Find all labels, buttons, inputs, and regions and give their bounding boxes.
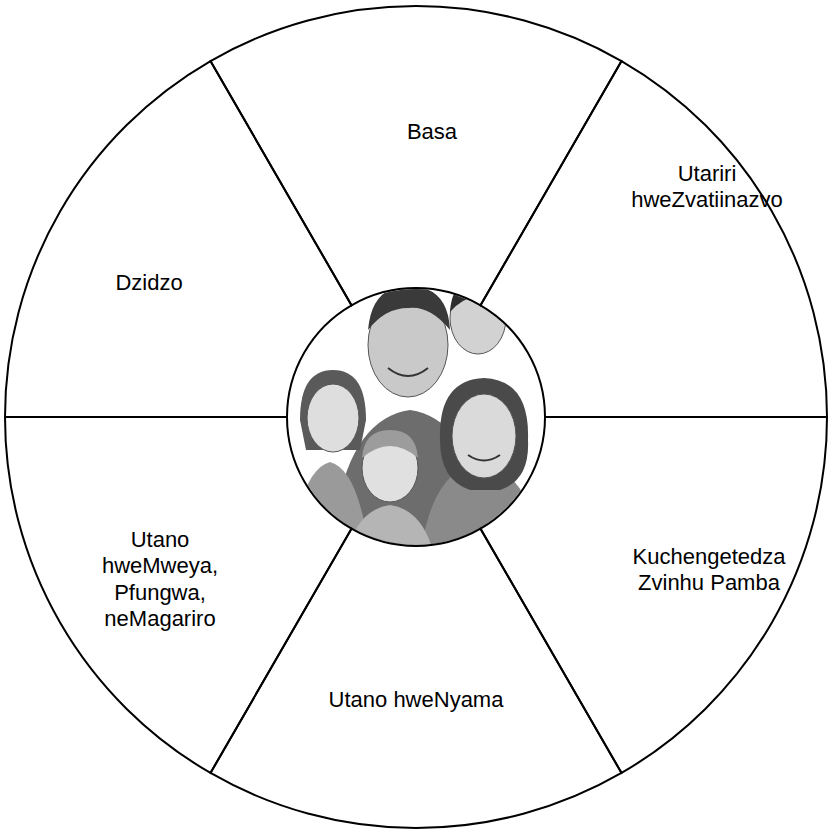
segment-path	[481, 417, 828, 773]
segment-path	[481, 61, 828, 417]
segment-path	[211, 6, 622, 305]
segment-label: Kuchengetedza Zvinhu Pamba	[624, 544, 794, 597]
segment-path	[5, 417, 352, 773]
segment-label: Utariri hweZvatiinazvo	[620, 161, 795, 214]
segment-label: Basa	[332, 119, 532, 145]
segment-label: Utano hweNyama	[306, 687, 526, 713]
segment-path	[5, 61, 352, 417]
segment-label: Dzidzo	[74, 270, 224, 296]
segment-label: Utano hweMweya, Pfungwa, neMagariro	[95, 527, 225, 633]
segment-path	[211, 529, 622, 828]
